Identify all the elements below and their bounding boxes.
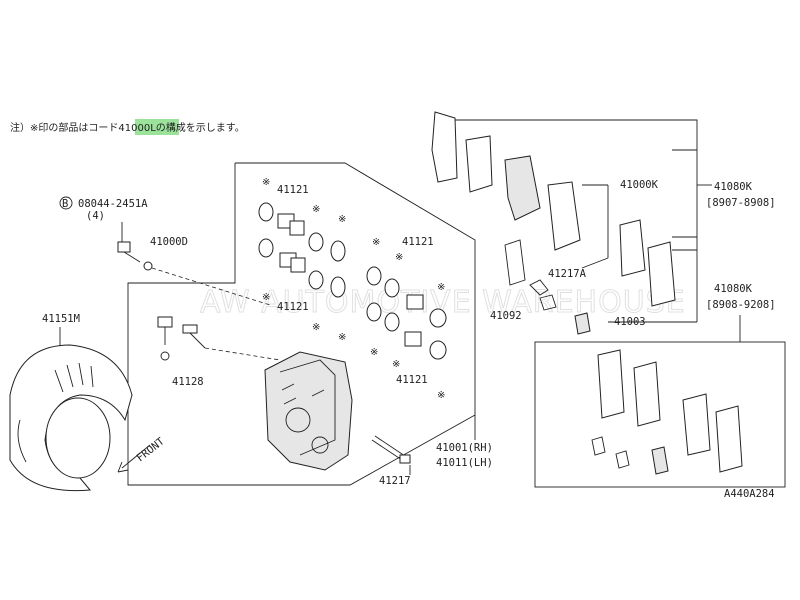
- svg-text:※: ※: [312, 204, 320, 215]
- label-41001-rh: 41001(RH): [436, 442, 493, 454]
- pad-set-box-b: [534, 341, 786, 488]
- circle-b-letter: B: [62, 198, 68, 210]
- shims-and-clips: [504, 239, 591, 335]
- svg-text:※: ※: [437, 282, 445, 293]
- label-41011-lh: 41011(LH): [436, 457, 493, 469]
- label-41092: 41092: [490, 310, 522, 322]
- svg-text:※: ※: [370, 347, 378, 358]
- code-highlight: [135, 119, 179, 135]
- brake-pads-set-a: [431, 111, 676, 307]
- diagram-code: A440A284: [724, 488, 775, 500]
- label-41080k-a: 41080K: [714, 181, 753, 193]
- label-41003: 41003: [614, 316, 646, 328]
- label-front: FRONT: [134, 435, 167, 464]
- label-41151m: 41151M: [42, 313, 80, 325]
- note-suffix: の構成を示します。: [156, 121, 245, 134]
- label-41080k-b: 41080K: [714, 283, 753, 295]
- svg-text:注）※印の部品はコード41000Lの構成を示します。: 注）※印の部品はコード41000Lの構成を示します。: [10, 121, 245, 134]
- label-41217a: 41217A: [548, 268, 587, 280]
- piston-seal-group-lower: [366, 266, 447, 360]
- circle-b-icon: [59, 196, 73, 210]
- label-41121-d: 41121: [396, 374, 428, 386]
- svg-text:※: ※: [262, 292, 270, 303]
- svg-text:※: ※: [312, 322, 320, 333]
- label-41121-b: 41121: [277, 301, 309, 313]
- label-41080k-a-range: [8907-8908]: [706, 197, 776, 209]
- svg-text:※: ※: [437, 390, 445, 401]
- label-41080k-b-range: [8908-9208]: [706, 299, 776, 311]
- bleeder-screw-41128: [157, 316, 281, 361]
- piston-seal-group-upper: [258, 202, 346, 298]
- front-arrow-icon: [117, 444, 151, 473]
- note-code: 41000L: [118, 123, 156, 134]
- label-08044-2451a: 08044-2451A: [78, 198, 148, 210]
- svg-text:※: ※: [338, 214, 346, 225]
- svg-text:※: ※: [338, 332, 346, 343]
- svg-text:※: ※: [372, 237, 380, 248]
- label-41000d: 41000D: [150, 236, 188, 248]
- label-41121-a: 41121: [277, 184, 309, 196]
- dust-shield-41151m: [9, 344, 133, 492]
- pin-41217: [371, 435, 411, 464]
- label-41128: 41128: [172, 376, 204, 388]
- label-bolt-qty: (4): [86, 210, 105, 222]
- svg-text:※: ※: [392, 359, 400, 370]
- kit-component-marks: ※ ※ ※ ※ ※ ※ ※ ※ ※ ※ ※ ※: [262, 177, 445, 401]
- label-41217: 41217: [379, 475, 411, 487]
- label-41121-c: 41121: [402, 236, 434, 248]
- note-prefix: 注）※印の部品はコード: [10, 121, 118, 134]
- brake-pads-set-b: [591, 349, 743, 475]
- svg-text:※: ※: [262, 177, 270, 188]
- caliper-body-41001-41011: [264, 351, 353, 471]
- bolt-08044-2451a: [117, 241, 271, 306]
- label-41000k: 41000K: [620, 179, 659, 191]
- svg-text:※: ※: [395, 252, 403, 263]
